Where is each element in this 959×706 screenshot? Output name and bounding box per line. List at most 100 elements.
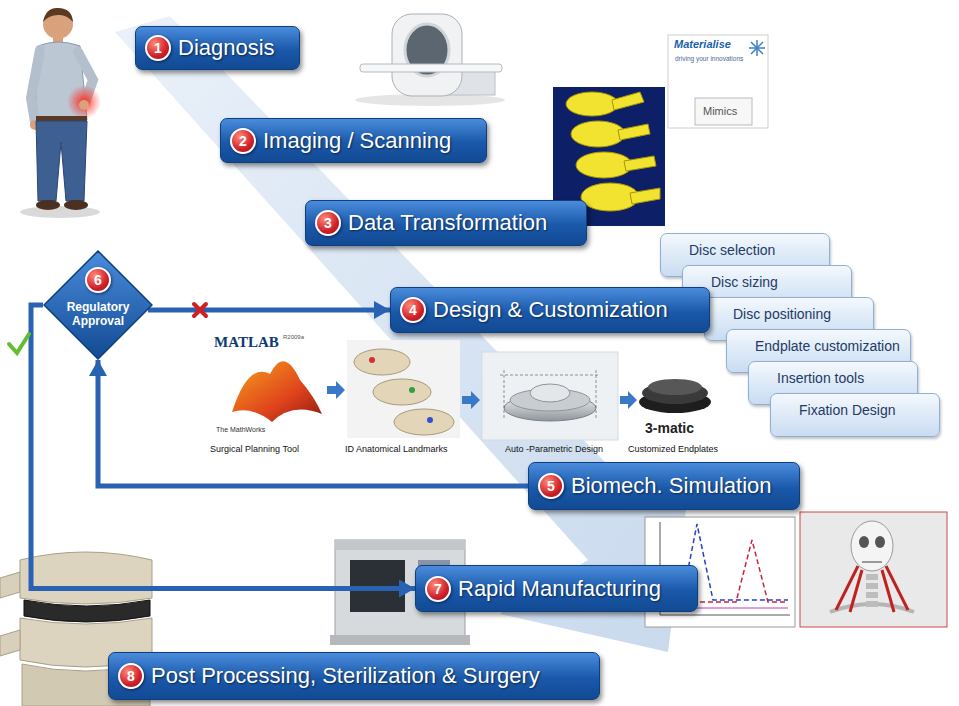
patient-figure xyxy=(20,206,100,218)
step-number-circle: 4 xyxy=(400,297,426,323)
process-step-box: Imaging / Scanning2 xyxy=(220,118,487,163)
neck-muscle-model xyxy=(850,570,862,612)
materialise-logo xyxy=(695,98,752,125)
spine-segment xyxy=(0,552,152,706)
vendor-name: The MathWorks xyxy=(216,426,265,433)
matlab-logo xyxy=(208,332,326,440)
neck-muscle-model xyxy=(859,536,869,548)
decision-label: Regulatory Approval xyxy=(58,300,138,328)
neck-muscle-model xyxy=(866,574,878,607)
neck-muscle-model xyxy=(862,561,882,563)
spine-segment xyxy=(20,552,152,604)
3d-printer xyxy=(335,540,465,550)
neck-muscle-model xyxy=(886,566,908,610)
rejected-cross xyxy=(194,304,206,316)
step-number-circle: 6 xyxy=(85,267,111,293)
step-arrow xyxy=(620,391,637,409)
option-card: Fixation Design xyxy=(770,393,940,437)
patient-figure xyxy=(31,50,40,122)
software-name: 3-matic xyxy=(645,420,694,436)
rejected-cross xyxy=(194,304,206,316)
step-number: 2 xyxy=(239,134,247,148)
process-step-box: Biomech. Simulation 5 xyxy=(528,462,800,510)
landmark-vertebrae xyxy=(369,357,375,363)
process-step-box: Rapid Manufacturing 7 xyxy=(415,565,698,612)
neck-muscle-model xyxy=(882,570,894,612)
patient-figure xyxy=(64,200,88,210)
neck-muscle-model xyxy=(866,583,878,589)
flow-band xyxy=(115,16,692,652)
landmark-vertebrae xyxy=(354,349,410,375)
materialise-logo xyxy=(751,42,763,54)
neck-muscle-model xyxy=(836,566,908,612)
materialise-logo xyxy=(751,42,763,54)
step-number: 6 xyxy=(94,273,102,287)
flow-arrow xyxy=(148,308,390,313)
neck-muscle-model xyxy=(800,512,947,627)
3d-printer xyxy=(330,540,470,645)
step-number-circle: 8 xyxy=(118,663,144,689)
step-arrow xyxy=(462,391,480,409)
landmark-vertebrae xyxy=(347,340,460,438)
process-step-box: Diagnosis1 xyxy=(135,26,300,70)
step-label: Diagnosis xyxy=(178,35,275,61)
spine-segment xyxy=(0,630,20,656)
step-number-circle: 2 xyxy=(230,128,256,154)
ct-scanner xyxy=(355,14,505,106)
patient-figure xyxy=(67,85,101,119)
patient-figure xyxy=(36,116,87,121)
neck-muscle-model xyxy=(875,536,885,548)
step-label: Design & Customization xyxy=(433,297,668,323)
software-name: MATLAB xyxy=(214,334,279,351)
step-number: 5 xyxy=(547,479,555,493)
custom-endplate xyxy=(639,379,711,413)
spine-segment xyxy=(24,600,150,622)
option-label: Fixation Design xyxy=(799,402,896,419)
step-label: Data Transformation xyxy=(348,210,547,236)
flow-arrow xyxy=(98,360,528,486)
simulation-chart xyxy=(660,615,790,616)
parametric-disc-model xyxy=(530,384,570,402)
version-label: R2009a xyxy=(283,334,304,340)
parametric-disc-model xyxy=(500,370,600,420)
matlab-logo xyxy=(208,332,326,440)
step-number-circle: 7 xyxy=(425,576,451,602)
landmark-vertebrae xyxy=(354,349,454,435)
patient-figure xyxy=(36,200,60,210)
image-caption: Surgical Planning Tool xyxy=(210,444,299,454)
materialise-logo xyxy=(749,40,765,56)
spine-model-render xyxy=(576,152,632,178)
step-arrow xyxy=(327,381,345,399)
diamond-shape xyxy=(44,251,152,359)
process-step-box: Data Transformation3 xyxy=(305,200,587,246)
patient-figure xyxy=(36,121,87,201)
landmark-vertebrae xyxy=(409,387,415,393)
step-label: Rapid Manufacturing xyxy=(458,576,661,602)
brand-tagline: driving your innovations xyxy=(675,55,743,62)
parametric-disc-model xyxy=(482,352,618,440)
landmark-vertebrae xyxy=(394,409,454,435)
patient-figure xyxy=(43,8,73,22)
neck-muscle-model xyxy=(866,601,878,607)
image-caption: Auto -Parametric Design xyxy=(505,444,603,454)
brand-name: Materialise xyxy=(674,38,731,50)
step-label: Biomech. Simulation xyxy=(571,473,772,499)
ct-scanner xyxy=(360,64,502,72)
image-caption: Customized Endplates xyxy=(628,444,718,454)
option-label: Endplate customization xyxy=(755,338,900,355)
step-number: 8 xyxy=(127,669,135,683)
ct-scanner xyxy=(392,14,462,96)
option-label: Disc positioning xyxy=(733,306,831,323)
spine-model-render xyxy=(630,188,660,204)
process-step-box: Design & Customization 4 xyxy=(390,287,710,333)
neck-muscle-model xyxy=(800,512,947,627)
software-name: Mimics xyxy=(703,105,737,117)
neck-muscle-model xyxy=(836,566,858,610)
materialise-logo xyxy=(668,35,768,128)
parametric-disc-model xyxy=(596,370,597,420)
step-number: 7 xyxy=(434,582,442,596)
decision-diamond: Regulatory Approval 6 xyxy=(43,250,153,360)
spine-model-render xyxy=(612,92,644,110)
custom-endplate xyxy=(648,379,702,395)
approved-check xyxy=(9,334,29,353)
